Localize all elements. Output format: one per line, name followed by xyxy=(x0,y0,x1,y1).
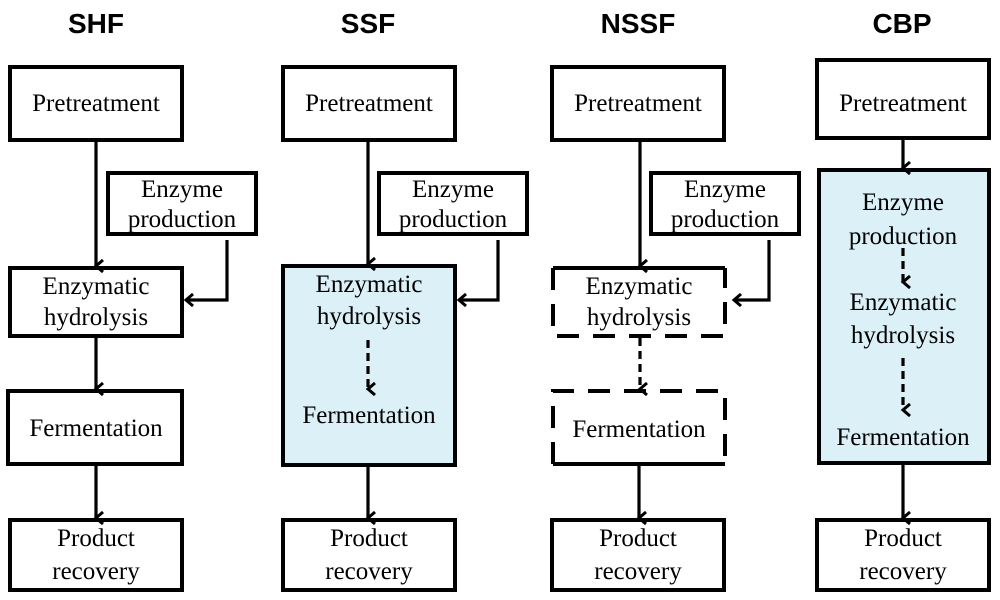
ssf-product-recovery-label-1: Product xyxy=(330,525,408,552)
cbp-enzymatic-hydrolysis-label-1: Enzymatic xyxy=(850,289,957,316)
nssf-arrow-enzyme-to-hydrolysis xyxy=(734,240,771,300)
ssf-pretreatment-box: Pretreatment xyxy=(281,65,457,142)
nssf-enzymatic-hydrolysis-box: Enzymatic hydrolysis xyxy=(551,266,727,338)
cbp-pretreatment-box: Pretreatment xyxy=(815,58,991,140)
column-ssf: SSF Pretreatment Enzyme production Enzym… xyxy=(281,8,529,592)
column-title-cbp: CBP xyxy=(872,8,931,39)
shf-enzyme-production-label-1: Enzyme xyxy=(141,176,223,203)
nssf-product-recovery-label-2: recovery xyxy=(594,558,682,585)
shf-fermentation-label: Fermentation xyxy=(29,415,163,442)
cbp-fermentation-label: Fermentation xyxy=(836,424,970,451)
column-shf: SHF Pretreatment Enzyme production Enzym… xyxy=(6,8,258,592)
nssf-product-recovery-label-1: Product xyxy=(599,525,677,552)
nssf-pretreatment-label: Pretreatment xyxy=(574,90,702,117)
cbp-pretreatment-label: Pretreatment xyxy=(839,90,967,117)
ssf-fermentation-label: Fermentation xyxy=(302,402,436,429)
shf-fermentation-box: Fermentation xyxy=(6,389,184,466)
shf-enzymatic-hydrolysis-label-1: Enzymatic xyxy=(43,273,150,300)
ssf-product-recovery-label-2: recovery xyxy=(325,558,413,585)
shf-product-recovery-box: Product recovery xyxy=(8,518,184,592)
cbp-enzyme-production-label-1: Enzyme xyxy=(862,189,944,216)
ssf-enzymatic-hydrolysis-label-2: hydrolysis xyxy=(317,303,421,330)
ssf-enzyme-production-box: Enzyme production xyxy=(377,171,529,236)
column-title-shf: SHF xyxy=(68,8,124,39)
ssf-arrow-enzyme-to-hydrolysis xyxy=(459,240,500,300)
ssf-enzymatic-hydrolysis-label-1: Enzymatic xyxy=(316,271,423,298)
nssf-fermentation-box: Fermentation xyxy=(551,389,727,466)
nssf-fermentation-label: Fermentation xyxy=(572,416,706,443)
cbp-product-recovery-label-1: Product xyxy=(864,525,942,552)
shf-enzymatic-hydrolysis-box: Enzymatic hydrolysis xyxy=(8,266,184,338)
cbp-enzyme-production-label-2: production xyxy=(849,223,958,250)
shf-enzyme-production-label-2: production xyxy=(128,206,237,233)
shf-pretreatment-box: Pretreatment xyxy=(8,65,184,142)
ssf-product-recovery-box: Product recovery xyxy=(281,518,457,592)
nssf-enzyme-production-box: Enzyme production xyxy=(649,171,801,236)
cbp-product-recovery-label-2: recovery xyxy=(859,558,947,585)
column-nssf: NSSF Pretreatment Enzyme production Enzy… xyxy=(550,8,801,592)
column-title-ssf: SSF xyxy=(341,8,395,39)
column-title-nssf: NSSF xyxy=(601,8,676,39)
nssf-enzyme-production-label-2: production xyxy=(671,206,780,233)
cbp-product-recovery-box: Product recovery xyxy=(815,518,991,592)
ssf-enzyme-production-label-2: production xyxy=(399,206,508,233)
ssf-combined-hydrolysis-fermentation-box: Enzymatic hydrolysis Fermentation xyxy=(281,264,457,467)
column-cbp: CBP Pretreatment Enzyme production Enzym… xyxy=(815,8,991,592)
shf-arrow-enzyme-to-hydrolysis xyxy=(186,240,229,300)
nssf-pretreatment-box: Pretreatment xyxy=(550,65,726,142)
shf-pretreatment-label: Pretreatment xyxy=(32,90,160,117)
nssf-enzymatic-hydrolysis-label-1: Enzymatic xyxy=(586,273,693,300)
nssf-product-recovery-box: Product recovery xyxy=(550,518,726,592)
shf-enzymatic-hydrolysis-label-2: hydrolysis xyxy=(44,304,148,331)
shf-product-recovery-label-2: recovery xyxy=(52,558,140,585)
nssf-enzyme-production-label-1: Enzyme xyxy=(684,176,766,203)
nssf-enzymatic-hydrolysis-label-2: hydrolysis xyxy=(587,304,691,331)
shf-enzyme-production-box: Enzyme production xyxy=(106,171,258,236)
shf-product-recovery-label-1: Product xyxy=(57,525,135,552)
ssf-pretreatment-label: Pretreatment xyxy=(305,90,433,117)
cbp-combined-process-box: Enzyme production Enzymatic hydrolysis F… xyxy=(817,168,991,465)
ssf-enzyme-production-label-1: Enzyme xyxy=(412,176,494,203)
cbp-enzymatic-hydrolysis-label-2: hydrolysis xyxy=(851,322,955,349)
